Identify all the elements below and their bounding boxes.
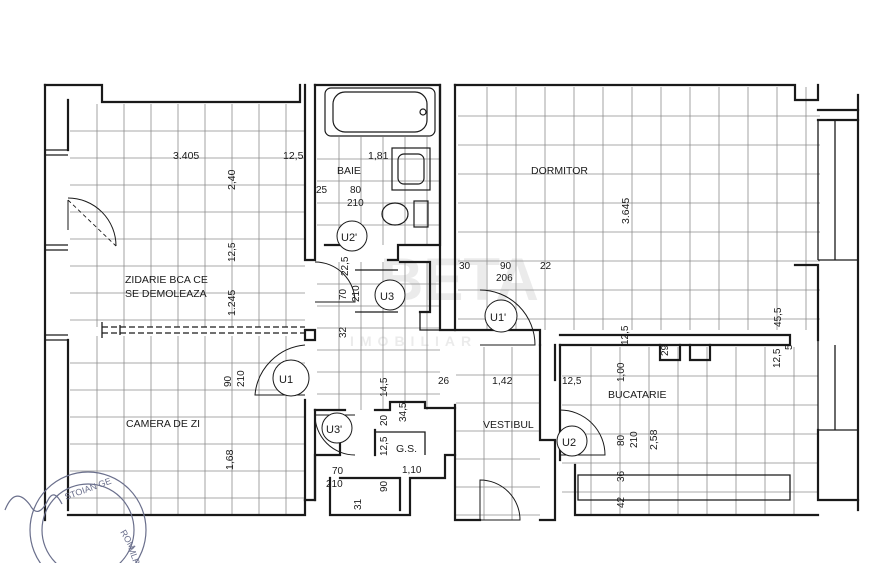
dim-125-left: 12,5 — [227, 242, 238, 262]
dim-455: 45,5 — [773, 307, 784, 327]
dim-90-u1: 90 — [223, 375, 234, 387]
dim-1245: 1.245 — [226, 290, 238, 316]
dim-22: 22 — [540, 261, 552, 272]
room-zidarie-line1: ZIDARIE BCA CE — [125, 274, 208, 286]
dim-42: 42 — [616, 496, 627, 508]
room-vestibul: VESTIBUL — [483, 419, 534, 431]
dim-125-dorm: 12,5 — [620, 325, 631, 345]
dim-70-gs: 70 — [332, 466, 344, 477]
toilet-tank — [413, 200, 429, 228]
watermark: BETA IMOBILIAR — [350, 246, 539, 349]
room-zidarie-line2: SE DEMOLEAZA — [125, 288, 207, 300]
dim-210-u2: 210 — [629, 431, 640, 448]
dim-181: 1,81 — [368, 150, 389, 162]
dim-125-right: 12,5 — [772, 348, 783, 368]
dim-90-u1p: 90 — [500, 261, 512, 272]
door-u1-label: U1 — [279, 374, 293, 386]
dim-125-top: 12,5 — [283, 150, 304, 162]
door-u1p-label: U1' — [490, 312, 506, 324]
dim-125-vest: 12,5 — [562, 376, 582, 387]
dim-80-u2: 80 — [616, 434, 627, 446]
door-u2p-label: U2' — [341, 232, 357, 244]
dim-258: 2,58 — [648, 429, 660, 450]
dim-100: 1,00 — [616, 362, 627, 382]
dim-32: 32 — [338, 326, 349, 338]
dim-168: 1,68 — [224, 449, 236, 470]
dim-206: 206 — [496, 273, 513, 284]
room-camera-de-zi: CAMERA DE ZI — [126, 418, 200, 430]
dim-225: 22,5 — [340, 256, 351, 276]
watermark-sub: IMOBILIAR — [350, 333, 477, 349]
vertical-dimension-labels: 2,40 12,5 1.245 90 210 1,68 3.645 22,5 7… — [223, 169, 795, 510]
room-labels: ZIDARIE BCA CE SE DEMOLEAZA CAMERA DE ZI… — [125, 165, 667, 455]
bathroom-fixtures — [324, 87, 436, 228]
dim-70-u3: 70 — [338, 288, 349, 300]
dim-210-u1: 210 — [236, 370, 247, 387]
door-u2-label: U2 — [562, 437, 576, 449]
walls — [43, 83, 860, 522]
dim-240: 2,40 — [226, 169, 238, 190]
room-gs: G.S. — [396, 443, 417, 455]
dim-26: 26 — [438, 376, 450, 387]
dim-90-gs: 90 — [379, 480, 390, 492]
dim-80-baie: 80 — [350, 185, 362, 196]
tile-grid — [70, 87, 820, 520]
room-dormitor: DORMITOR — [531, 165, 588, 177]
toilet-bowl — [381, 202, 409, 226]
dim-142: 1,42 — [492, 375, 513, 387]
dim-29: 29 — [660, 344, 671, 356]
dim-110: 1,10 — [402, 465, 422, 476]
dim-210-baie: 210 — [347, 198, 364, 209]
dimension-labels: 3.405 12,5 1,81 25 80 210 30 90 206 22 2… — [173, 150, 582, 490]
dim-5: 5 — [784, 344, 795, 350]
door-tags: U1 U2' U3 U1' U3' U2 — [272, 220, 588, 457]
dim-25: 25 — [316, 185, 328, 196]
bathtub — [324, 87, 436, 137]
dim-31: 31 — [353, 498, 364, 510]
room-bucatarie: BUCATARIE — [608, 389, 667, 401]
dim-210-u3: 210 — [351, 285, 362, 302]
door-u3-label: U3 — [380, 291, 394, 303]
dim-345: 34,5 — [398, 402, 409, 422]
dim-3405: 3.405 — [173, 150, 199, 162]
watermark-brand: BETA — [380, 246, 539, 313]
dim-145: 14,5 — [379, 377, 390, 397]
room-baie: BAIE — [337, 165, 361, 177]
dim-3645: 3.645 — [620, 198, 632, 224]
dim-20: 20 — [379, 414, 390, 426]
dim-210-gs: 210 — [326, 479, 343, 490]
dim-30: 30 — [459, 261, 471, 272]
stamp: STOIAN GE ROM MLPAT — [4, 471, 147, 563]
door-u3p-label: U3' — [326, 424, 342, 436]
dim-125-gs: 12,5 — [379, 436, 390, 456]
demolition-wall — [101, 322, 305, 338]
door-swings — [67, 197, 606, 521]
sink — [391, 147, 431, 191]
dim-36: 36 — [616, 470, 627, 482]
